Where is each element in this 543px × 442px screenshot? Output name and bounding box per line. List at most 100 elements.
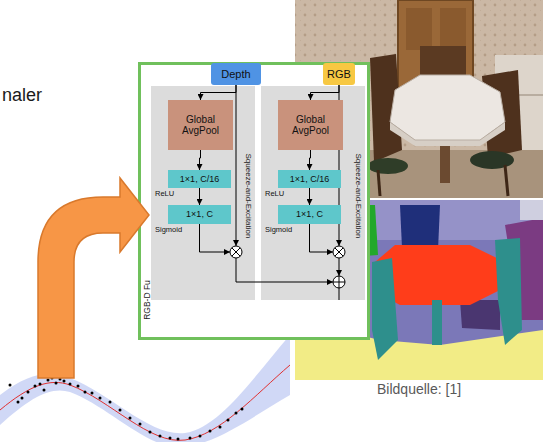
vertical-heading: Squeeze-and-Excitation	[243, 141, 253, 251]
conv-box: 1×1, C	[168, 205, 231, 224]
conv-box: 1×1, C/16	[168, 170, 231, 188]
multiply-symbol	[230, 246, 242, 258]
node-text: Global AvgPool	[170, 114, 231, 137]
kitchen-photo	[495, 94, 543, 96]
add-symbol	[333, 276, 345, 288]
kitchen-photo	[370, 54, 402, 162]
connector-arrow	[200, 150, 201, 170]
gaussian-process-plot	[27, 391, 30, 394]
gaussian-process-plot	[59, 378, 62, 381]
gaussian-process-plot	[63, 380, 66, 383]
gaussian-process-plot	[139, 423, 142, 426]
gaussian-process-plot	[47, 379, 50, 382]
gaussian-process-plot	[227, 419, 230, 422]
multiply-symbol	[335, 248, 343, 256]
multiply-symbol	[232, 248, 240, 256]
gaussian-process-plot	[84, 391, 87, 394]
conv-box: 1×1, C	[278, 205, 341, 224]
node-text: 1×1, C/16	[180, 174, 219, 184]
kitchen-photo	[390, 75, 505, 140]
label-text: Sigmoid	[265, 226, 292, 234]
label-anchor: Bildquelle: [1]	[377, 382, 461, 397]
label-text: ReLU	[265, 190, 284, 198]
gaussian-process-plot	[91, 392, 94, 395]
connector-arrow	[199, 188, 200, 205]
label-anchor: ReLU	[155, 190, 174, 198]
node-text: 1×1, C	[186, 209, 213, 219]
segmentation-map	[372, 245, 505, 305]
label-anchor: ReLU	[265, 190, 284, 198]
segmentation-map	[432, 300, 442, 345]
segmentation-map	[495, 238, 522, 345]
connector-arrow	[310, 150, 311, 170]
segmentation-map	[372, 258, 398, 360]
gaussian-process-plot	[21, 397, 24, 400]
gaussian-process-plot	[119, 409, 122, 412]
gaussian-process-plot	[219, 426, 222, 429]
label-anchor: naler	[2, 86, 42, 106]
node-text: 1×1, C	[296, 209, 323, 219]
input-label: Depth	[211, 63, 261, 85]
kitchen-photo	[482, 70, 522, 158]
connector-arrow	[309, 188, 310, 205]
kitchen-photo	[378, 170, 380, 196]
gaussian-process-plot	[55, 382, 58, 385]
gaussian-process-plot	[241, 408, 244, 411]
node-text: Global AvgPool	[280, 114, 341, 137]
kitchen-photo	[398, 0, 473, 105]
node-text: RGB	[327, 68, 351, 81]
label-anchor: Sigmoid	[155, 226, 182, 234]
segmentation-map	[505, 218, 543, 320]
fusion-block: Depth RGB Global AvgPool 1×1, C/16 1×1, C Squ…	[138, 62, 370, 340]
label-text: ReLU	[155, 190, 174, 198]
gaussian-process-plot	[34, 385, 37, 388]
gaussian-process-plot	[129, 417, 132, 420]
gaussian-process-plot	[149, 431, 152, 434]
gaussian-process-plot	[209, 430, 212, 433]
gaussian-process-plot	[17, 401, 20, 404]
segmentation-map	[520, 200, 543, 220]
wire	[339, 258, 340, 276]
node-text: Depth	[221, 68, 250, 81]
wire	[200, 85, 340, 300]
gaussian-process-plot	[235, 412, 238, 415]
label-text: Sigmoid	[155, 226, 182, 234]
gaussian-process-plot	[189, 437, 192, 440]
kitchen-photo	[390, 122, 505, 146]
vertical-heading: Squeeze-and-Excitation	[353, 141, 363, 251]
gaussian-process-plot	[39, 383, 42, 386]
kitchen-photo	[505, 165, 508, 196]
orange-arrow	[38, 178, 149, 378]
label-text: Bildquelle: [1]	[377, 382, 461, 397]
gaussian-process-plot	[51, 377, 54, 380]
gaussian-process-plot	[99, 397, 102, 400]
wire	[200, 224, 231, 252]
label-anchor: Sigmoid	[265, 226, 292, 234]
segmentation-map	[400, 205, 440, 250]
kitchen-photo	[420, 46, 466, 78]
pool-box: Global AvgPool	[278, 100, 343, 150]
gaussian-process-plot	[109, 401, 112, 404]
gaussian-process-plot	[159, 435, 162, 438]
wire	[236, 85, 237, 246]
input-label: RGB	[323, 63, 355, 85]
add-symbol	[333, 276, 345, 288]
gaussian-process-plot	[199, 435, 202, 438]
gaussian-process-plot	[0, 335, 290, 442]
kitchen-photo	[440, 138, 450, 183]
node-text: 1×1, C/16	[290, 174, 329, 184]
gaussian-process-plot	[0, 335, 290, 442]
conv-box: 1×1, C/16	[278, 170, 341, 188]
add-symbol	[333, 276, 345, 288]
kitchen-photo	[368, 158, 408, 174]
connector-arrow	[201, 85, 237, 100]
label-text: naler	[2, 86, 42, 106]
gaussian-process-plot	[177, 438, 180, 441]
wire	[310, 224, 334, 252]
kitchen-photo	[470, 151, 514, 169]
gaussian-process-plot	[169, 437, 172, 440]
gaussian-process-plot	[43, 389, 46, 392]
kitchen-photo	[406, 8, 432, 50]
